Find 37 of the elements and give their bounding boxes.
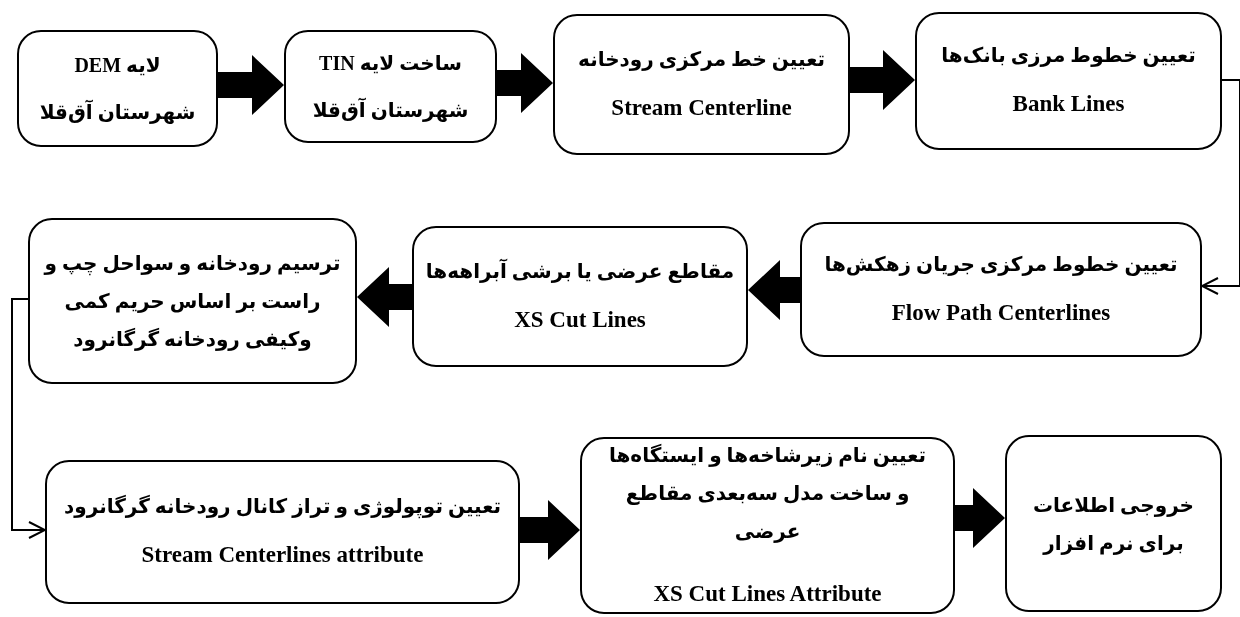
step-text: Bank Lines bbox=[1012, 90, 1125, 119]
step-text: ترسیم رودخانه و سواحل چپ و راست بر اساس حریم کمی وکیفی رودخانه گرگانرود bbox=[42, 251, 342, 353]
block-arrow bbox=[850, 50, 915, 110]
block-arrow bbox=[520, 500, 580, 560]
step-text: Stream Centerlines attribute bbox=[141, 541, 424, 570]
step-text: تعیین خطوط مرکزی جریان زهکش‌ها bbox=[824, 251, 1178, 277]
process-box bbox=[1005, 435, 1222, 612]
block-arrow bbox=[955, 488, 1005, 548]
block-arrow bbox=[748, 260, 800, 320]
process-box bbox=[284, 30, 497, 143]
step-text: ساخت لایه TIN bbox=[319, 50, 462, 76]
step-text: Flow Path Centerlines bbox=[891, 298, 1111, 327]
process-box bbox=[800, 222, 1202, 357]
process-box bbox=[553, 14, 850, 155]
process-box bbox=[915, 12, 1222, 150]
step-text: شهرستان آق‌قلا bbox=[39, 99, 196, 125]
process-box bbox=[28, 218, 357, 384]
connector-arrow bbox=[11, 298, 46, 539]
block-arrow bbox=[497, 53, 553, 113]
process-box bbox=[17, 30, 218, 147]
process-box bbox=[45, 460, 520, 604]
step-text: Stream Centerline bbox=[611, 93, 792, 122]
step-text: XS Cut Lines Attribute bbox=[653, 579, 882, 608]
process-box bbox=[580, 437, 955, 614]
process-box bbox=[412, 226, 748, 367]
step-text: تعیین خطوط مرزی بانک‌ها bbox=[941, 43, 1196, 69]
step-text: مقاطع عرضی یا برشی آبراهه‌ها bbox=[425, 258, 735, 284]
step-text: تعیین توپولوژی و تراز کانال رودخانه گرگانرود bbox=[64, 494, 501, 520]
block-arrow bbox=[218, 55, 284, 115]
connector-arrow bbox=[1201, 79, 1240, 295]
step-text: شهرستان آق‌قلا bbox=[312, 97, 469, 123]
block-arrow bbox=[357, 267, 412, 327]
step-text: لایه DEM bbox=[74, 52, 161, 78]
step-text: خروجی اطلاعات برای نرم افزار bbox=[1031, 492, 1196, 557]
step-text: تعیین خط مرکزی رودخانه bbox=[578, 46, 825, 72]
step-text: XS Cut Lines bbox=[514, 305, 646, 334]
step-text: تعیین نام زیرشاخه‌ها و ایستگاه‌ها و ساخت مدل سه‌بعدی مقاطع عرضی bbox=[608, 442, 927, 545]
